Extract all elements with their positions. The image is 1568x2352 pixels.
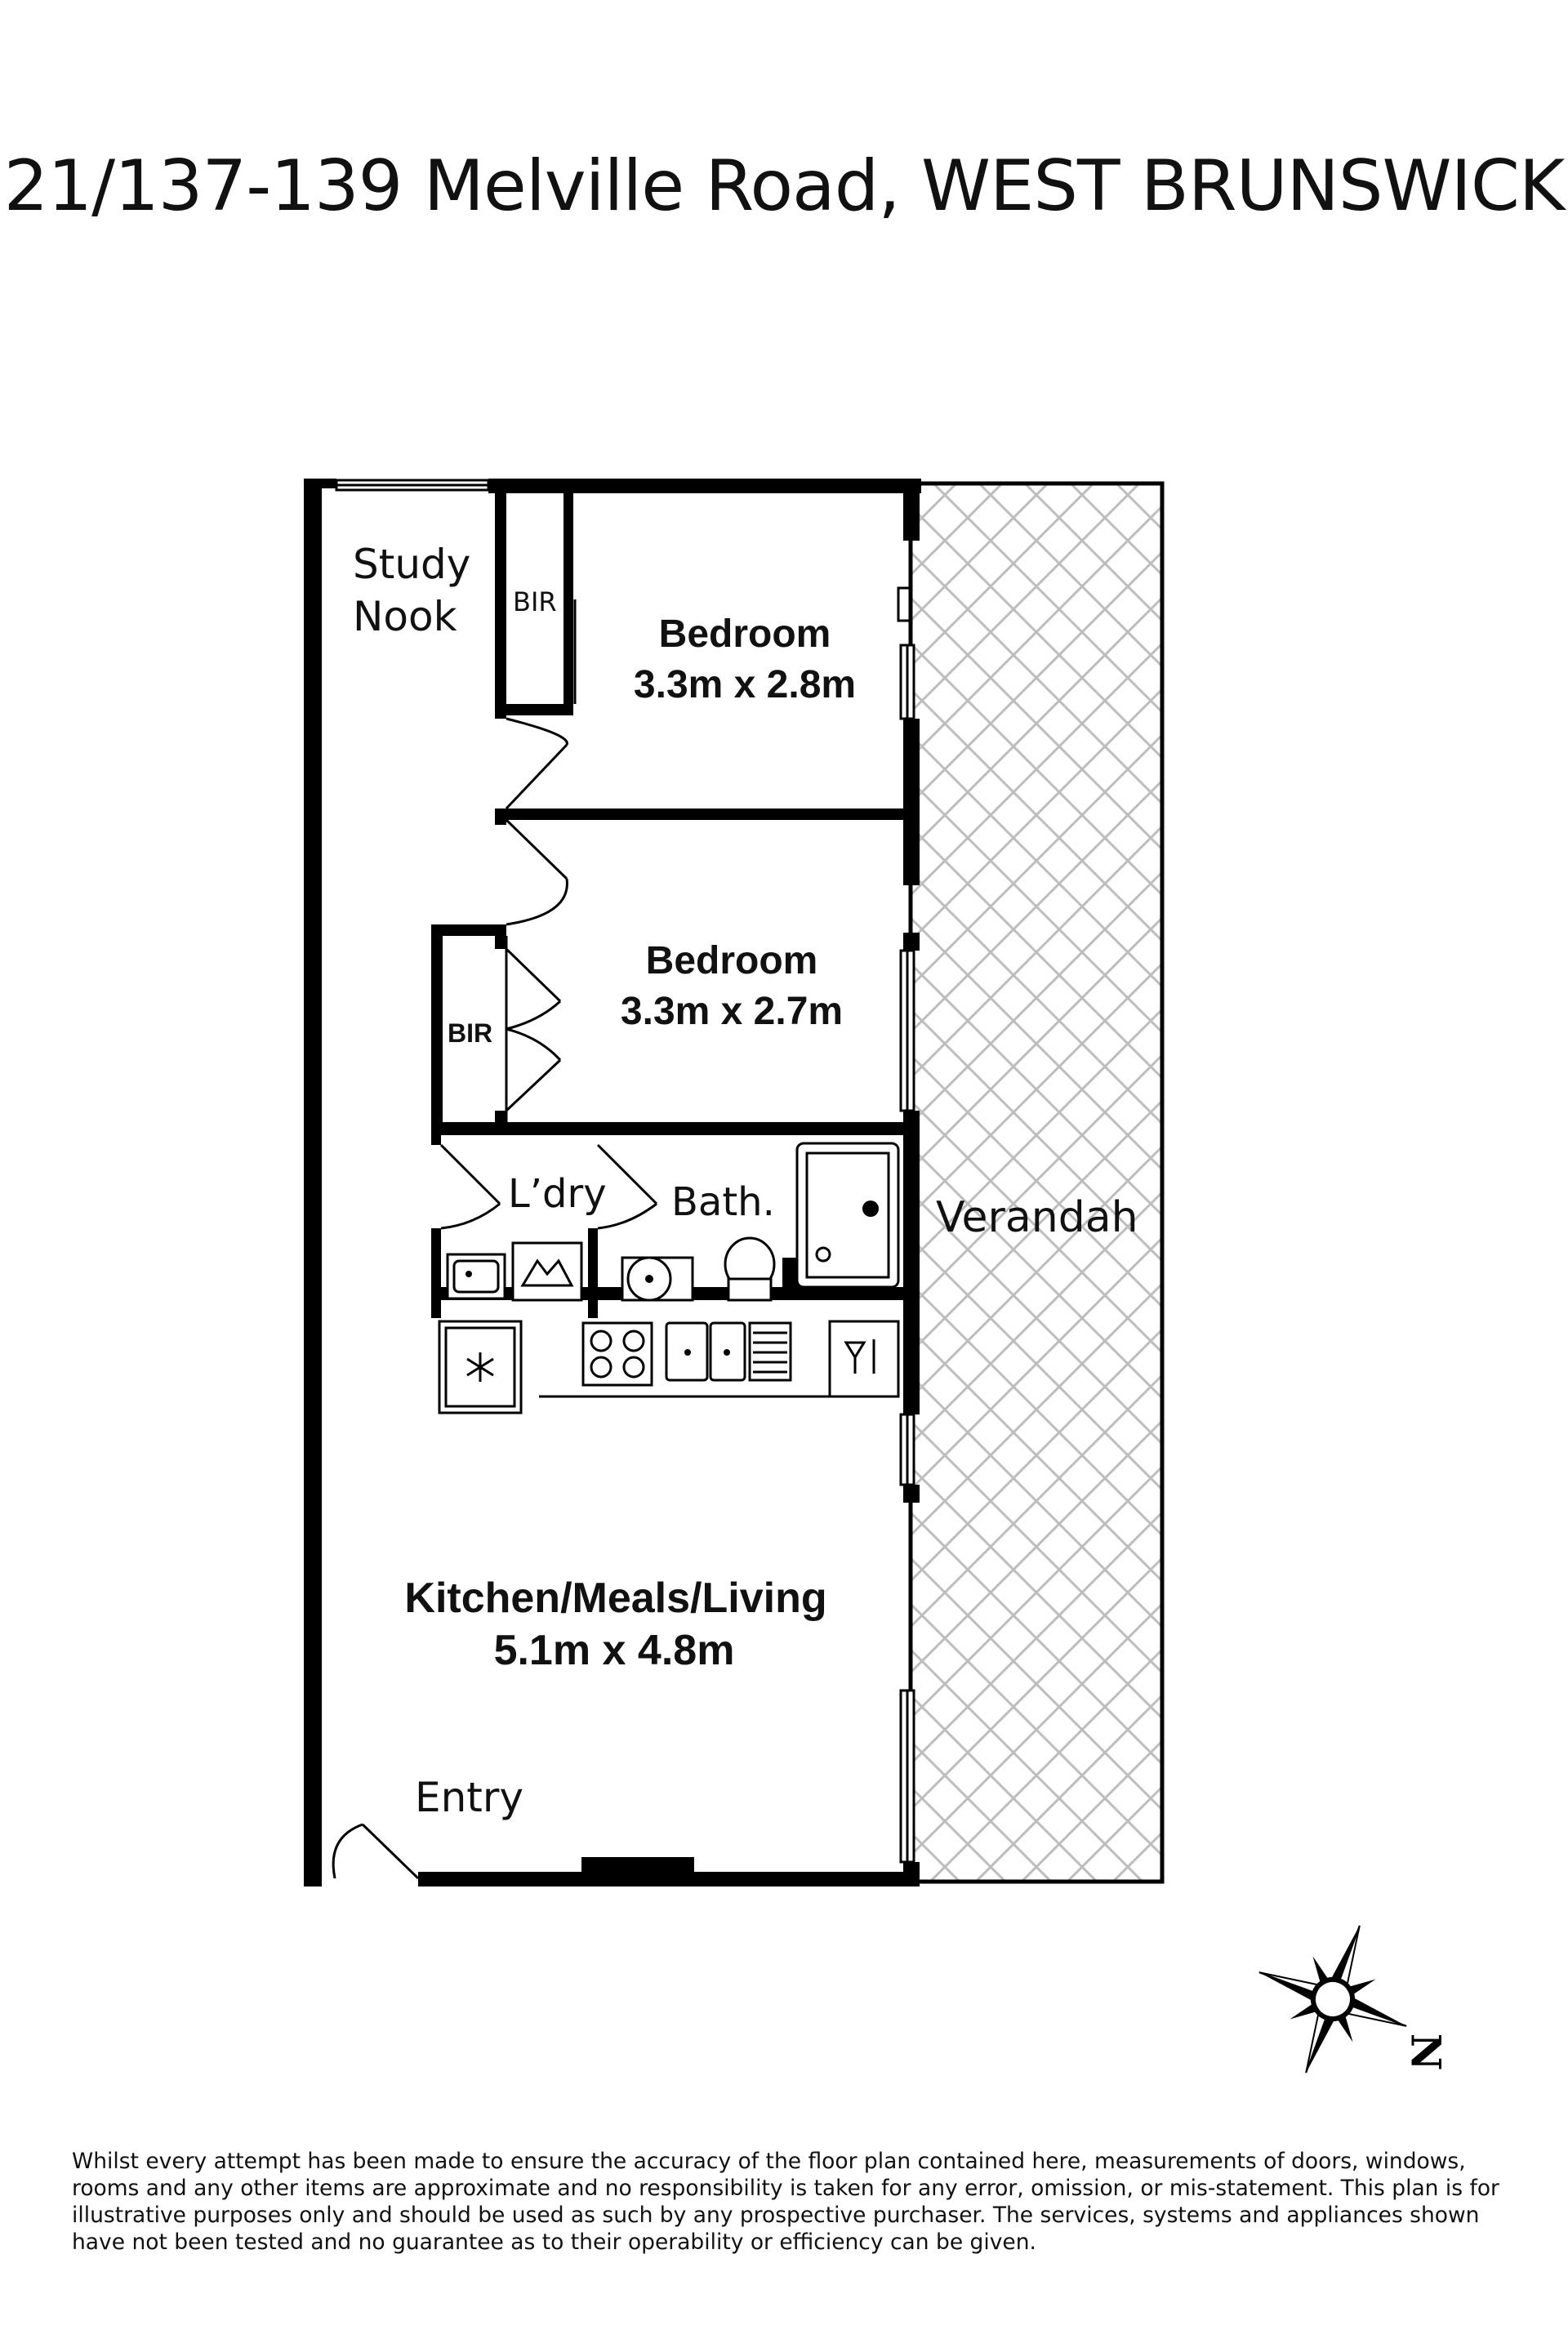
hatch-line: [911, 871, 1162, 1125]
hatch-line: [928, 1648, 1162, 1882]
hatch-line: [911, 483, 1004, 577]
hatch-line: [911, 1374, 1162, 1628]
hatch-line: [911, 1511, 1162, 1766]
hatch-line: [1160, 483, 1162, 485]
bedroom2-size: 3.3m x 2.7m: [621, 990, 843, 1033]
hatch-line: [911, 483, 959, 531]
hatch-line: [911, 483, 1050, 622]
hatch-line: [1114, 483, 1162, 531]
hatch-line: [911, 550, 1162, 805]
hatch-line: [911, 1877, 916, 1882]
bedroom1-size: 3.3m x 2.8m: [634, 663, 856, 706]
hatch-line: [911, 483, 1142, 714]
hatch-line: [911, 1054, 1162, 1308]
snowflake-icon: [466, 1352, 494, 1382]
hatch-line: [1111, 1831, 1162, 1882]
outer-walls: [304, 479, 921, 1886]
living-label: Kitchen/Meals/Living: [404, 1575, 826, 1622]
laundry-fixtures: [446, 1241, 583, 1302]
hatch-line: [911, 733, 1162, 988]
hatch-line: [911, 483, 1096, 668]
hatch-line: [911, 642, 1162, 897]
hatch-line: [911, 962, 1162, 1217]
hatch-line: [1068, 483, 1162, 577]
bedroom2-label: Bedroom: [646, 939, 818, 982]
kitchen-fixtures: [438, 1320, 900, 1414]
hatch-line: [911, 1785, 1008, 1882]
hatch-line: [911, 1191, 1162, 1446]
verandah-hatch: [911, 483, 1162, 2176]
wine-glass-icon: [844, 1339, 875, 1374]
hatch-line: [911, 483, 913, 485]
hatch-line: [973, 1694, 1162, 1882]
room-labels: Study Nook BIR Bedroom 3.3m x 2.8m Bedro…: [353, 541, 1138, 1821]
verandah-label: Verandah: [936, 1193, 1138, 1242]
doors: [332, 717, 658, 1880]
hatch-line: [1156, 1877, 1162, 1882]
hatch-line: [911, 1099, 1162, 1354]
hatch-line: [911, 779, 1162, 1034]
hatch-line: [1065, 1785, 1162, 1882]
bathroom-fixtures: [621, 1142, 900, 1302]
hatch-line: [911, 825, 1162, 1080]
windows: [335, 479, 915, 1864]
page-title: 21/137-139 Melville Road, WEST BRUNSWICK: [3, 145, 1566, 227]
compass-north-label: N: [1402, 2034, 1450, 2071]
entry-label: Entry: [415, 1774, 523, 1821]
study-label-line2: Nook: [353, 593, 457, 640]
hatch-line: [911, 1328, 1162, 1583]
study-label-line1: Study: [353, 541, 470, 588]
hatch-line: [911, 1465, 1162, 1720]
hatch-line: [911, 1602, 1162, 1857]
disclaimer-text: Whilst every attempt has been made to en…: [72, 2149, 1499, 2255]
hatch-line: [1019, 1740, 1162, 1882]
hatch-line: [911, 688, 1162, 942]
hatch-line: [911, 1557, 1162, 1811]
hatch-line: [911, 1831, 962, 1882]
bath-label: Bath.: [671, 1179, 775, 1225]
hatch-line: [911, 916, 1162, 1171]
hatch-line: [911, 1282, 1162, 1537]
laundry-label: L’dry: [508, 1171, 607, 1217]
living-size: 5.1m x 4.8m: [494, 1627, 735, 1674]
hatch-line: [911, 1419, 1162, 1674]
hatch-line: [911, 1924, 1162, 2176]
bedroom1-label: Bedroom: [659, 612, 831, 656]
hatch-line: [911, 1236, 1162, 1491]
hatch-line: [911, 1924, 1162, 2176]
compass-rose-icon: N: [1258, 1925, 1450, 2074]
verandah-area: [908, 481, 1165, 2176]
bir-mid-label: BIR: [448, 1018, 492, 1048]
bir-top-label: BIR: [513, 586, 557, 617]
hatch-line: [911, 1008, 1162, 1263]
hatch-line: [911, 505, 1162, 760]
hatch-line: [911, 1145, 1162, 1400]
hatch-line: [911, 596, 1162, 851]
